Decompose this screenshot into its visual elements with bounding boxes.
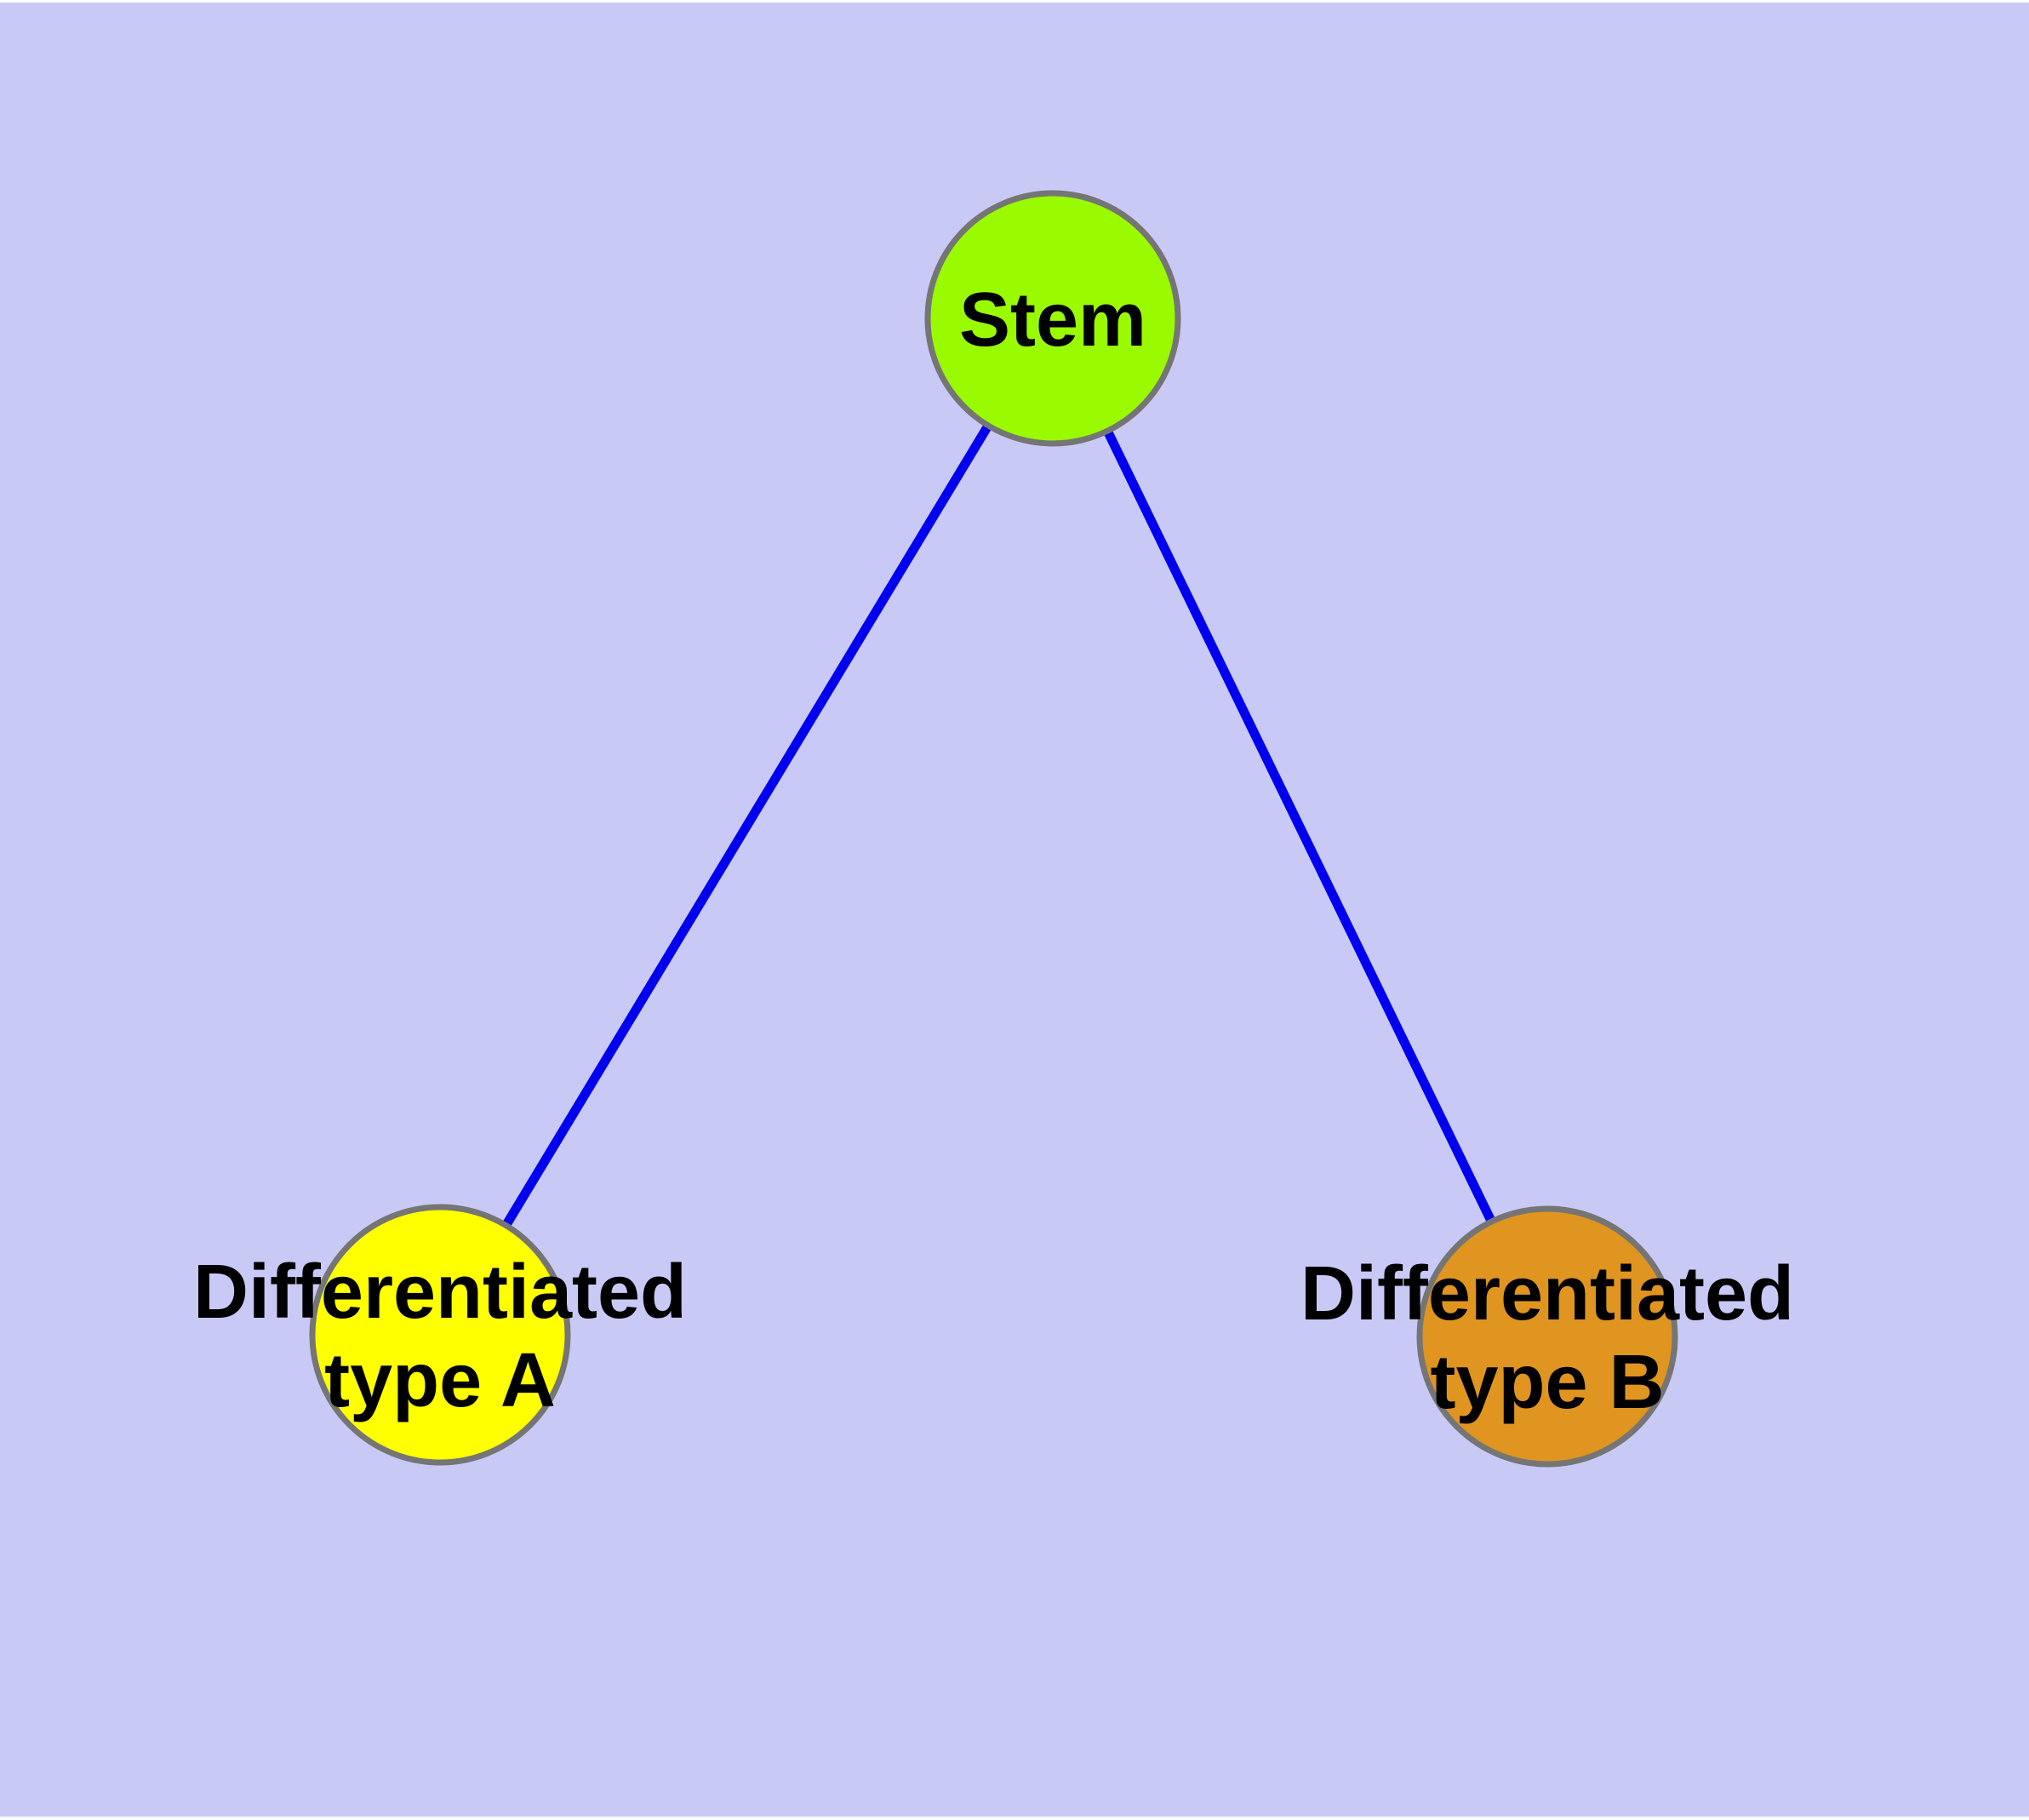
node-label-stem: Stem xyxy=(959,278,1146,363)
node-label-line: type B xyxy=(1430,1340,1664,1425)
edge-stem-to-differentiated-type-a xyxy=(436,316,1057,1337)
node-differentiated-type-a xyxy=(309,1204,571,1466)
node-label-line: Differentiated xyxy=(193,1250,687,1335)
node-differentiated-type-b xyxy=(1416,1205,1678,1468)
node-label-line: type A xyxy=(324,1338,556,1423)
node-label-line: Differentiated xyxy=(1300,1251,1794,1336)
node-label-line: Stem xyxy=(959,278,1146,363)
node-stem xyxy=(924,190,1181,447)
edge-stem-to-differentiated-type-b xyxy=(1049,316,1552,1339)
